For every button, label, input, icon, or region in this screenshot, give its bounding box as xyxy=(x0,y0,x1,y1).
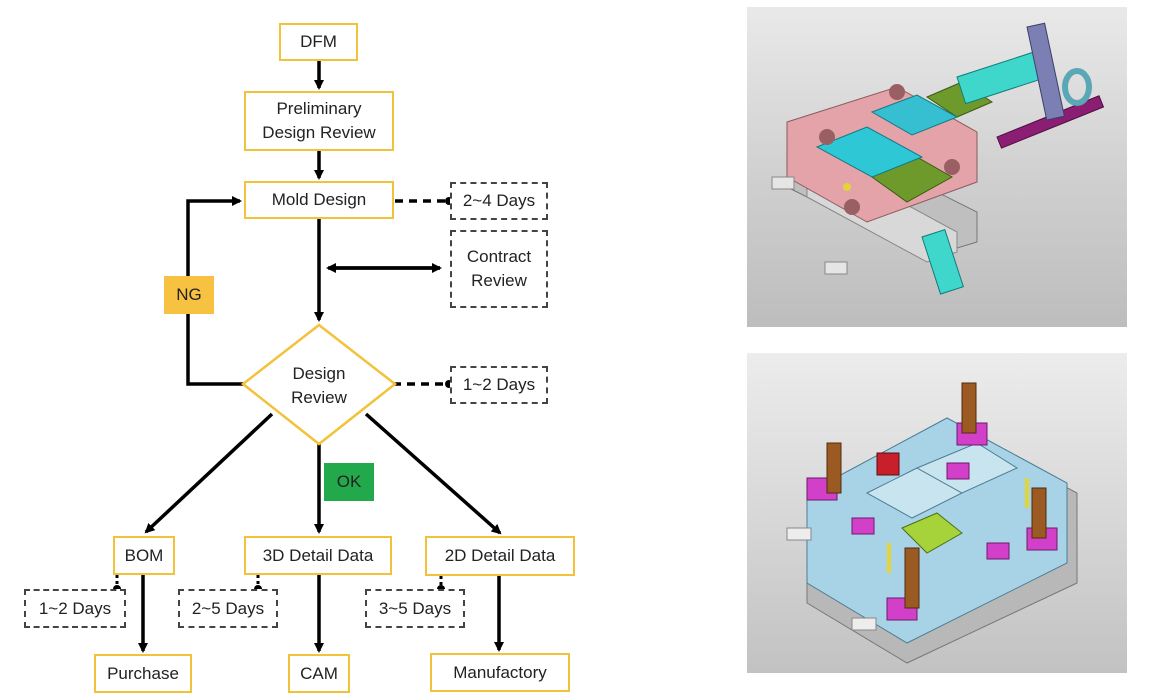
cam-box: CAM xyxy=(288,654,350,693)
manufactory-box: Manufactory xyxy=(430,653,570,692)
purchase-label: Purchase xyxy=(107,663,179,683)
design-review-label: Design Review xyxy=(291,364,347,407)
design-review-days-box: 1~2 Days xyxy=(450,366,548,404)
ok-label: OK xyxy=(336,472,362,491)
bom-days-box: 1~2 Days xyxy=(24,589,126,628)
purchase-box: Purchase xyxy=(94,654,192,693)
bom-label: BOM xyxy=(124,545,164,565)
ng-tag: NG xyxy=(164,276,214,314)
3d-detail-data-box: 3D Detail Data xyxy=(244,536,392,575)
3d-days-box: 2~5 Days xyxy=(178,589,278,628)
mold-base-render xyxy=(747,353,1127,673)
3d-days-label: 2~5 Days xyxy=(191,598,265,618)
cam-label: CAM xyxy=(300,663,338,683)
ng-label: NG xyxy=(176,285,202,304)
preliminary-design-review-box: Preliminary Design Review xyxy=(244,91,394,151)
2d-days-box: 3~5 Days xyxy=(365,589,465,628)
mold-design-days-box: 2~4 Days xyxy=(450,182,548,220)
ok-tag: OK xyxy=(324,463,374,501)
contract-review-label: Contract Review xyxy=(466,247,532,290)
dfm-label: DFM xyxy=(300,32,337,51)
preliminary-design-review-label: Preliminary Design Review xyxy=(262,99,376,142)
3d-detail-data-label: 3D Detail Data xyxy=(262,545,374,565)
mold-base-illustration xyxy=(786,382,1078,664)
mold-design-days-label: 2~4 Days xyxy=(462,191,536,210)
2d-days-label: 3~5 Days xyxy=(378,598,452,618)
manufactory-label: Manufactory xyxy=(453,662,547,682)
dfm-box: DFM xyxy=(279,23,358,61)
design-review-diamond xyxy=(240,323,398,446)
contract-review-box: Contract Review xyxy=(450,230,548,308)
2d-detail-data-box: 2D Detail Data xyxy=(425,536,575,576)
mold-design-label: Mold Design xyxy=(271,190,367,209)
design-review-days-label: 1~2 Days xyxy=(462,375,536,394)
bom-days-label: 1~2 Days xyxy=(38,598,112,618)
mold-assembly-render xyxy=(747,7,1127,327)
bom-box: BOM xyxy=(113,536,175,575)
mold-design-box: Mold Design xyxy=(244,181,394,219)
2d-detail-data-label: 2D Detail Data xyxy=(444,546,556,565)
mold-assembly-illustration xyxy=(771,22,1105,295)
